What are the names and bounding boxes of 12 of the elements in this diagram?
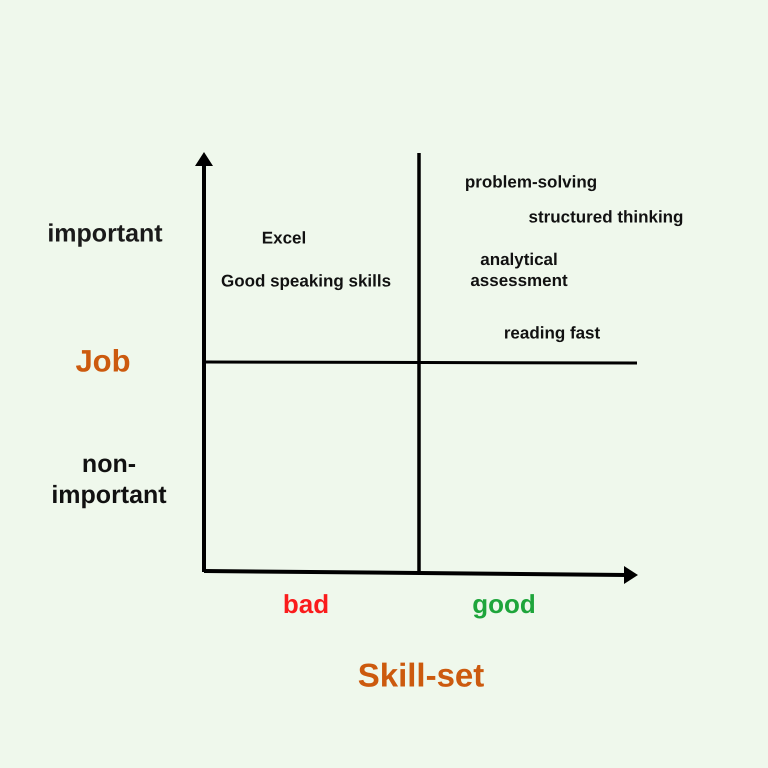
axis-category-label: non-important: [50, 448, 168, 511]
skill-label: problem-solving: [464, 171, 598, 193]
skill-label: Good speaking skills: [220, 270, 392, 292]
axis-category-label: bad: [282, 588, 330, 620]
axis-category-label: good: [472, 588, 536, 620]
skill-label: reading fast: [504, 322, 600, 344]
axis-title: Job: [75, 342, 131, 381]
skill-label: Excel: [262, 227, 306, 249]
skill-label: analytical assessment: [469, 248, 569, 292]
axis-category-label: important: [47, 218, 163, 250]
axis-title: Skill-set: [358, 655, 484, 696]
skill-label: structured thinking: [528, 206, 684, 228]
